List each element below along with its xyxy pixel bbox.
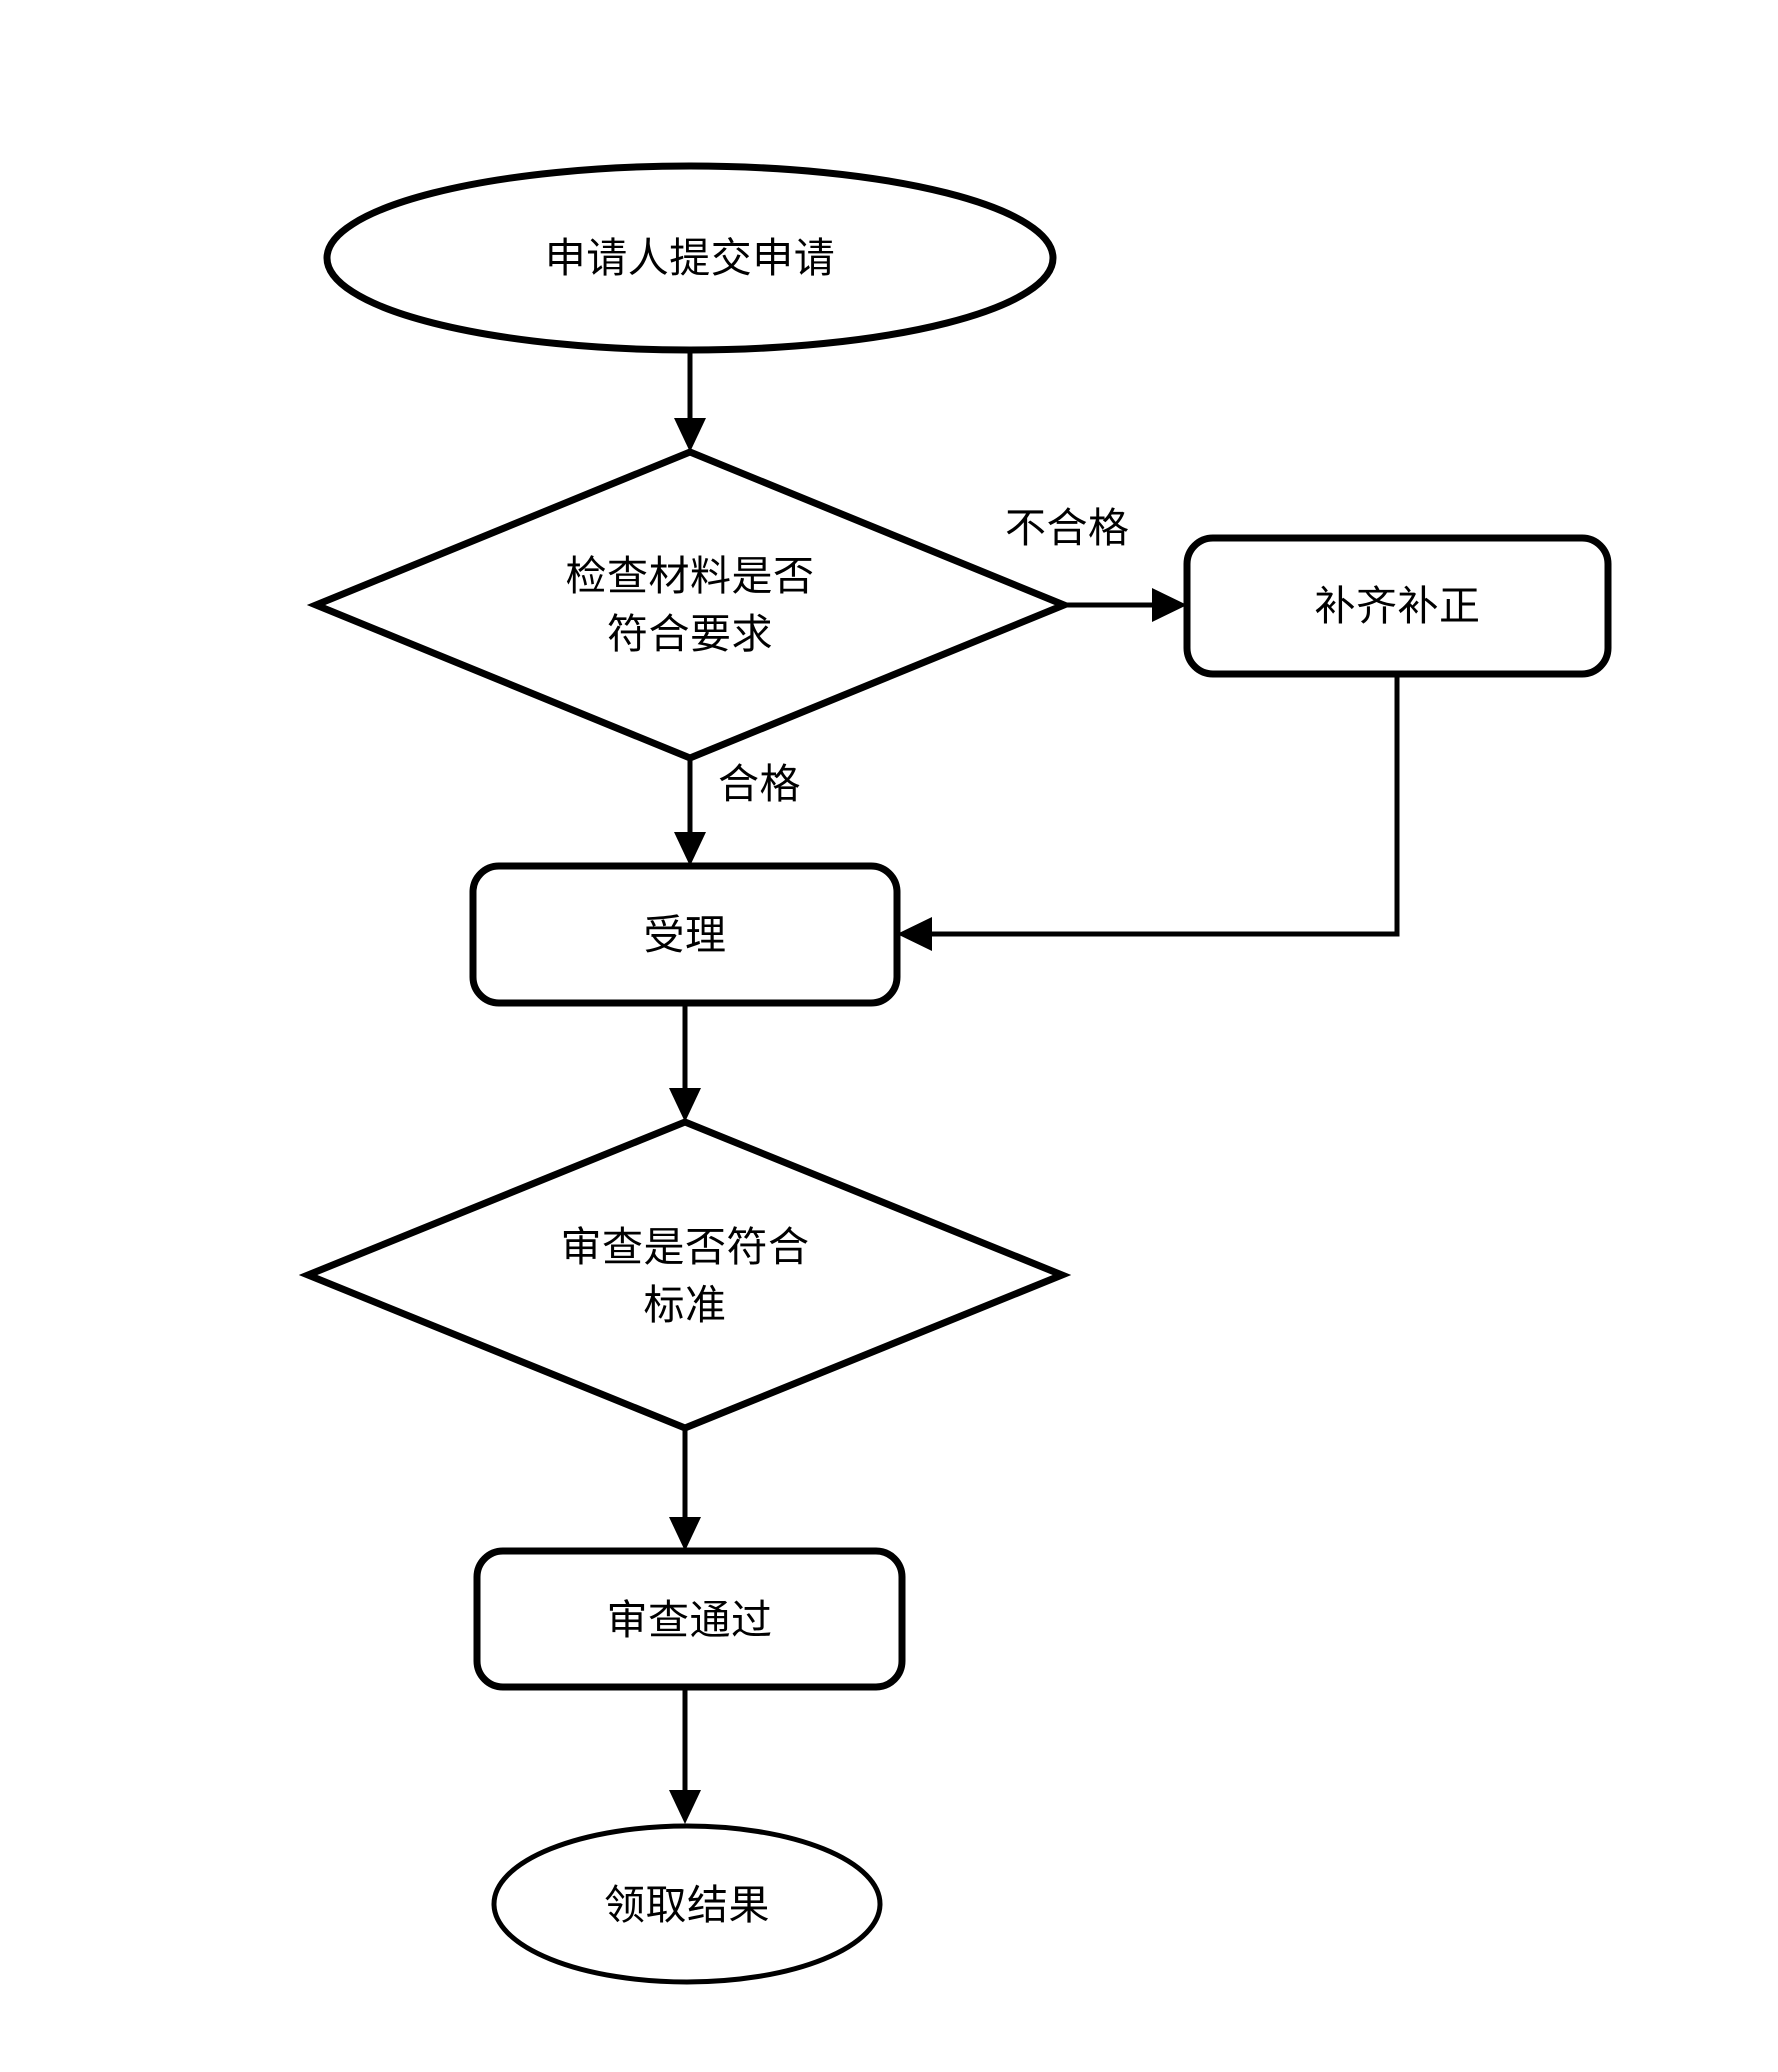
edge-submit-to-check-arrowhead [674,418,706,452]
edge-passed-to-result-arrowhead [669,1790,701,1824]
edge-check-to-supplement-arrowhead [1152,588,1187,622]
node-check-materials-shape[interactable] [306,448,1074,762]
edge-label-not-qualified: 不合格 [1005,504,1130,552]
node-submit-shape[interactable] [323,162,1057,354]
node-accept-shape[interactable] [469,862,901,1007]
edge-accept-to-review-arrowhead [669,1088,701,1122]
node-collect-result-shape[interactable] [491,1823,883,1985]
edge-review-to-passed-arrowhead [669,1517,701,1551]
edge-supplement-to-accept-line [925,674,1400,937]
edge-supplement-to-accept-arrowhead [897,917,932,951]
node-review-passed-shape[interactable] [473,1547,906,1691]
node-review-standard-shape[interactable] [298,1118,1072,1432]
node-supplement-shape[interactable] [1183,534,1612,678]
edge-label-qualified: 合格 [718,760,801,808]
edge-check-to-accept-arrowhead [674,832,706,866]
